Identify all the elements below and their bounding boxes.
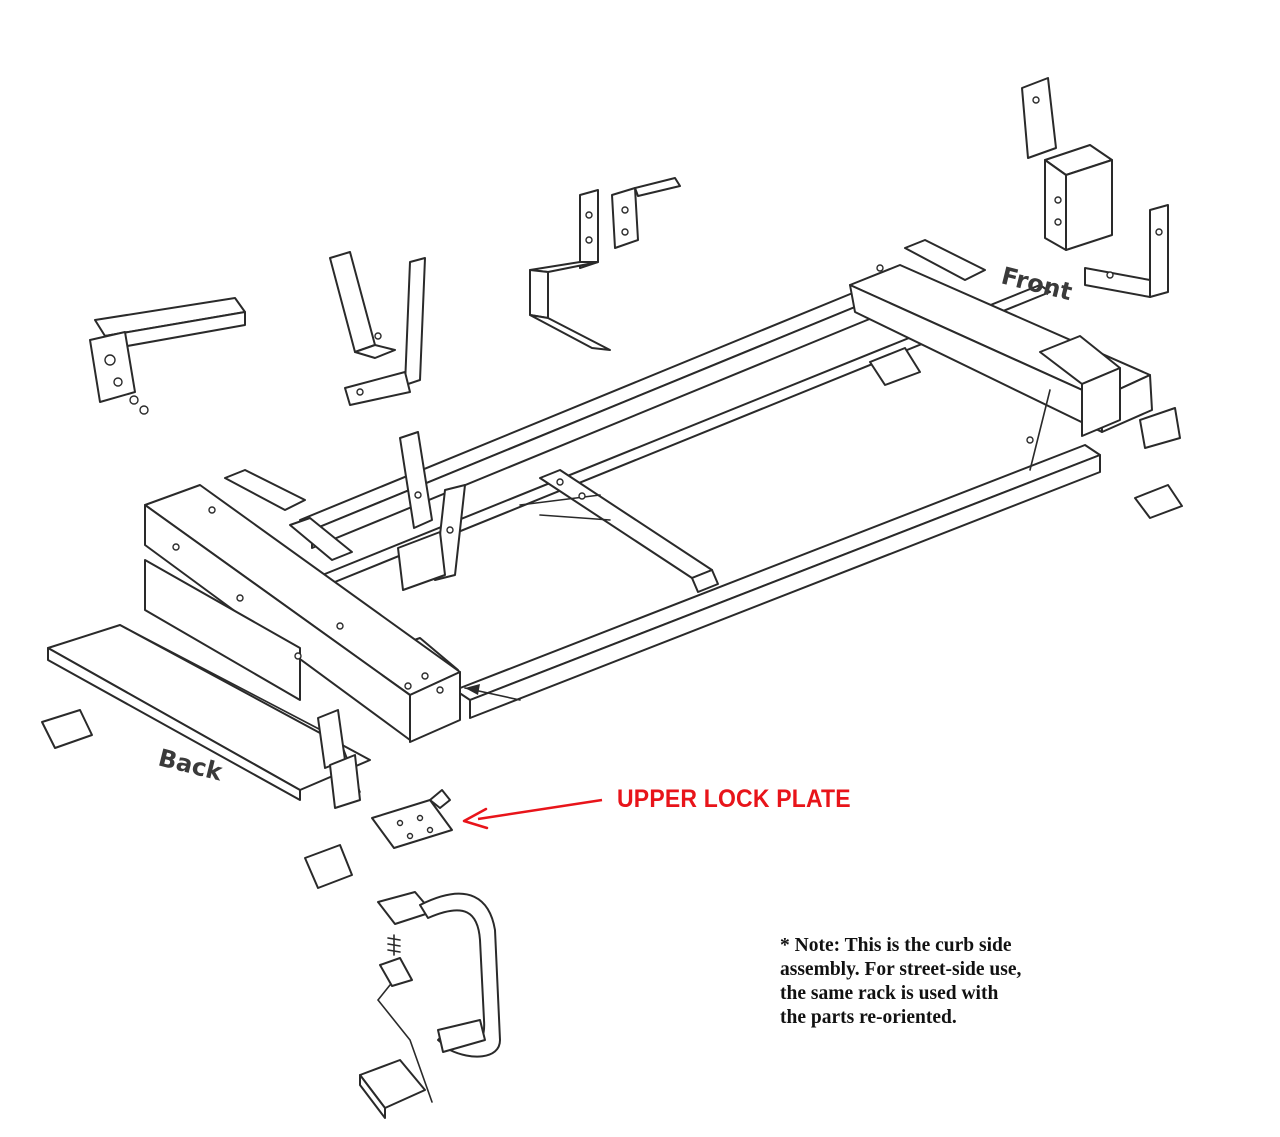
note-line: the parts re-oriented. [780,1007,957,1028]
note-block: * Note: This is the curb side assembly. … [780,934,1080,1030]
bracket-z-left [329,251,426,406]
rack-frame [47,239,1181,809]
bracket-u-middle [529,177,681,351]
bracket-tall-front [1021,77,1169,298]
bracket-left-hinge [89,297,246,415]
note-line: * Note: This is the curb side [780,935,1012,956]
note-line: the same rack is used with [780,983,999,1004]
lock-clip [41,347,1183,889]
note-line: assembly. For street-side use, [780,959,1022,980]
bracket-back-upright [397,431,466,591]
upper-lock-plate-label: UPPER LOCK PLATE [617,785,851,813]
callout-arrow [462,798,603,830]
lock-handle [359,891,501,1119]
upper-lock-plate [371,789,453,849]
